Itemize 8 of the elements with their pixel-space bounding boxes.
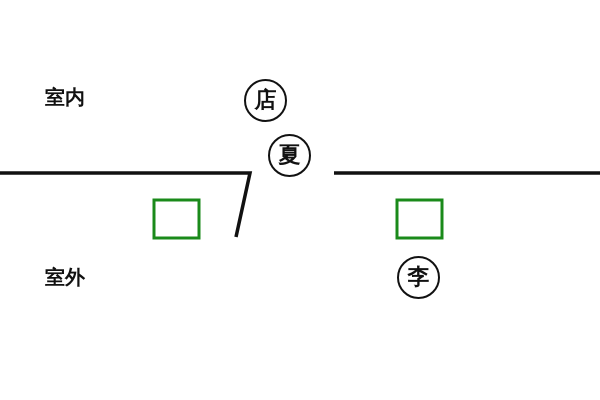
area-label: 室内 — [45, 84, 85, 111]
person-name: 店 — [254, 90, 276, 112]
person-circle — [244, 79, 287, 122]
area-label: 室外 — [45, 264, 85, 291]
person-name: 李 — [408, 266, 430, 288]
person-circle — [397, 256, 440, 299]
person-circle — [268, 134, 311, 177]
person-name: 夏 — [278, 144, 300, 166]
